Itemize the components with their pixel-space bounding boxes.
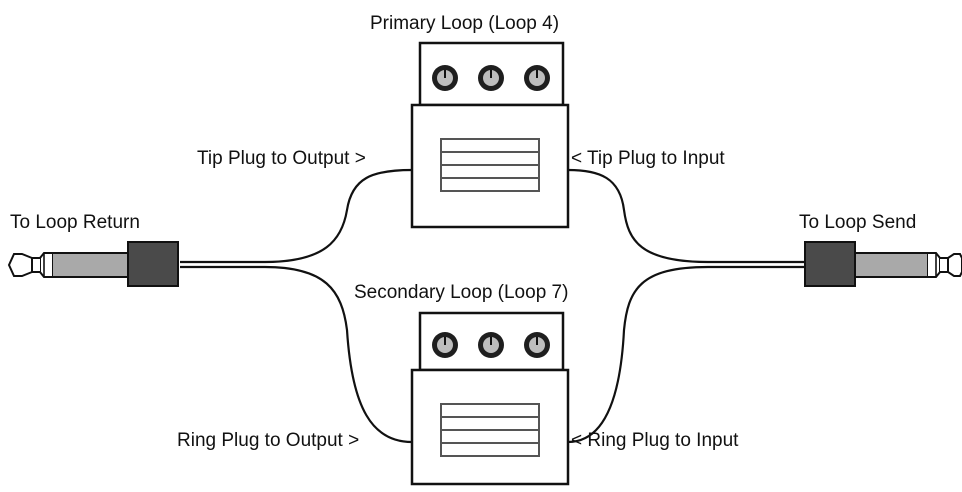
- left-plug-ring: [39, 252, 52, 278]
- primary-knob-2: [478, 65, 504, 91]
- ring-input-cable: [567, 265, 709, 444]
- primary-pedal-footswitch-grille: [440, 138, 540, 192]
- tip-plug-to-input-label: < Tip Plug to Input: [571, 148, 725, 169]
- right-plug-sleeve: [854, 252, 929, 278]
- secondary-loop-title: Secondary Loop (Loop 7): [354, 282, 569, 303]
- right-plug-ring: [928, 252, 941, 278]
- secondary-knob-3: [524, 332, 550, 358]
- secondary-knob-2: [478, 332, 504, 358]
- ring-plug-to-output-label: Ring Plug to Output >: [177, 430, 360, 451]
- right-plug-body: [804, 241, 856, 287]
- ring-plug-to-input-label: < Ring Plug to Input: [571, 430, 739, 451]
- ring-output-cable: [264, 265, 413, 444]
- left-plug-tip: [7, 253, 33, 277]
- left-plug-sleeve: [51, 252, 129, 278]
- to-loop-return-label: To Loop Return: [10, 212, 140, 233]
- left-trs-plug-icon: [7, 241, 179, 287]
- left-plug-body: [127, 241, 179, 287]
- right-trs-plug-icon: [804, 241, 962, 287]
- primary-loop-title: Primary Loop (Loop 4): [370, 13, 560, 34]
- tip-output-cable: [264, 168, 413, 264]
- secondary-pedal-footswitch-grille: [440, 403, 540, 457]
- primary-knob-1: [432, 65, 458, 91]
- right-plug-tip: [947, 253, 962, 277]
- tip-input-cable: [567, 168, 709, 264]
- secondary-pedal-icon: [410, 311, 570, 486]
- tip-plug-to-output-label: Tip Plug to Output >: [197, 148, 366, 169]
- primary-knob-3: [524, 65, 550, 91]
- cables: [180, 168, 805, 444]
- primary-pedal-icon: [410, 41, 570, 229]
- secondary-knob-1: [432, 332, 458, 358]
- to-loop-send-label: To Loop Send: [799, 212, 917, 233]
